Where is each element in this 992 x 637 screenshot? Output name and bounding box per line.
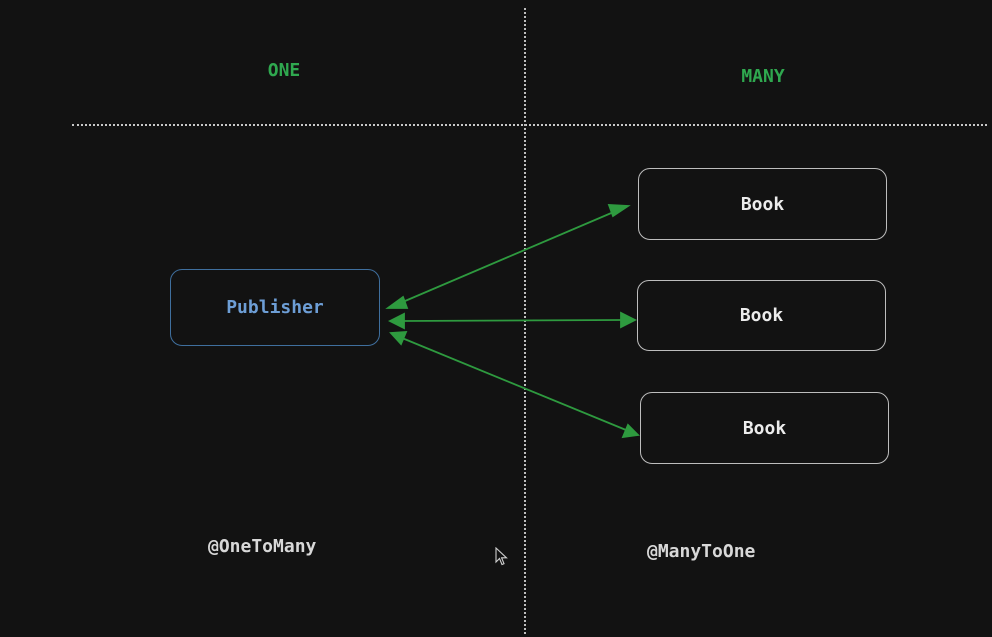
arrowhead-2-start [387,312,405,330]
arrowhead-1-end [607,204,631,218]
publisher-box: Publisher [170,269,380,346]
book-label-3: Book [742,417,787,439]
annotation-many-to-one: @ManyToOne [647,541,756,562]
arrow-line-3 [401,337,627,431]
arrow-line-2 [401,319,623,322]
publisher-label: Publisher [226,297,324,318]
arrowhead-3-start [389,331,408,346]
book-label-2: Book [739,305,784,326]
book-box-1: Book [638,168,887,240]
vertical-divider [524,8,526,634]
heading-one: ONE [267,60,301,81]
book-box-2: Book [637,280,886,351]
annotation-one-to-many: @OneToMany [208,536,317,557]
arrowhead-1-start [385,295,409,309]
arrow-line-1 [397,210,617,305]
book-box-3: Book [640,392,889,464]
arrowhead-3-end [621,423,640,439]
book-label-1: Book [740,193,785,215]
horizontal-divider [72,124,987,126]
mouse-pointer-icon [495,547,508,566]
heading-many: MANY [741,66,785,87]
arrowhead-2-end [620,311,638,329]
